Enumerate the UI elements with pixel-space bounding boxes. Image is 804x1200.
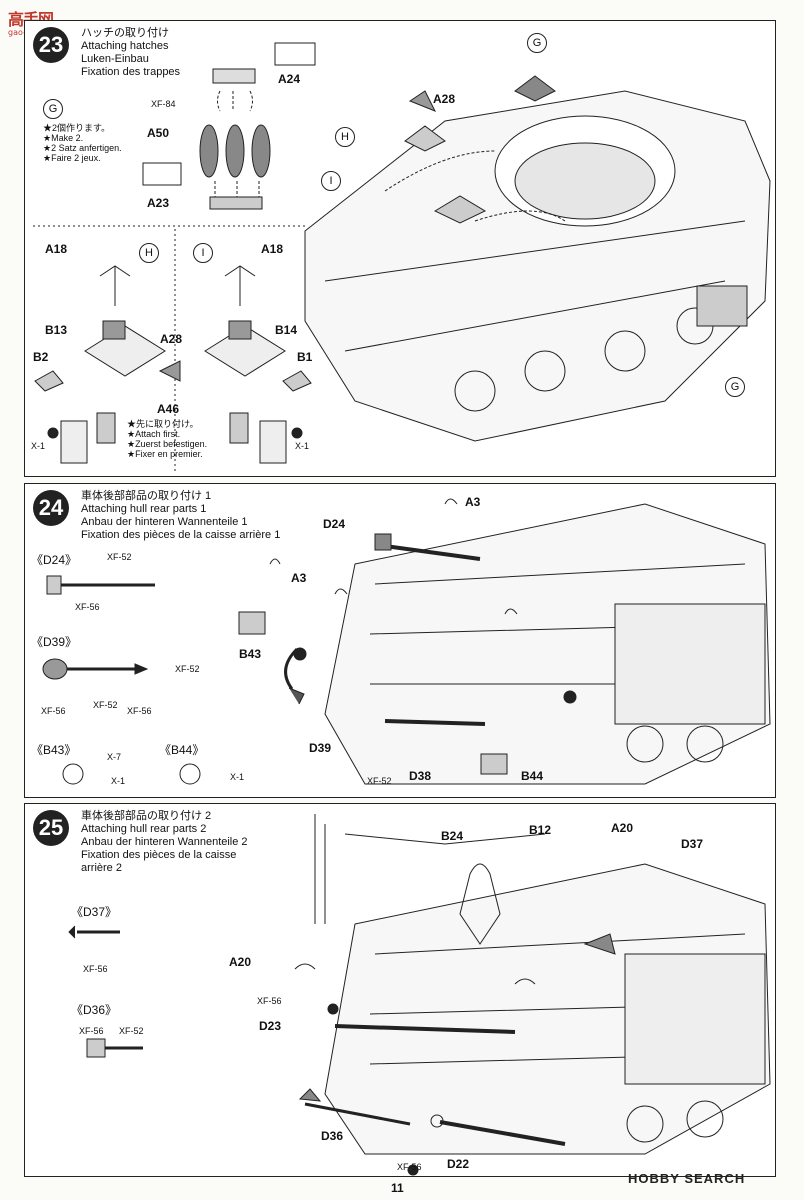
paint-x1-right: X-1	[295, 441, 310, 451]
label-a20: A20	[229, 955, 252, 969]
label-a20-top: A20	[611, 821, 634, 835]
title-fr: Fixation des pièces de la caisse arrière…	[81, 529, 281, 541]
label-b12: B12	[529, 823, 552, 837]
label-d23: D23	[259, 1019, 282, 1033]
label-a18-right: A18	[261, 242, 284, 256]
paint-xf84: XF-84	[151, 99, 176, 109]
paint-xf52: XF-52	[107, 552, 132, 562]
step-25-illustration	[68, 814, 771, 1176]
title-de: Anbau der hinteren Wannenteile 2	[81, 836, 248, 848]
callout-g: G	[43, 99, 63, 119]
step-title: 車体後部部品の取り付け 2 Attaching hull rear parts …	[81, 810, 248, 875]
title-fr: Fixation des pièces de la caisse	[81, 849, 237, 861]
sub-d39: 《D39》	[31, 635, 78, 649]
title-jp: 車体後部部品の取り付け 2	[81, 810, 212, 822]
step-24-illustration	[42, 498, 771, 785]
step-23-panel: 23 ハッチの取り付け Attaching hatches Luken-Einb…	[24, 20, 776, 477]
note-make-two: ★2個作ります。 ★Make 2. ★2 Satz anfertigen. ★F…	[43, 123, 122, 163]
label-b24: B24	[441, 829, 464, 843]
step-title: ハッチの取り付け Attaching hatches Luken-Einbau …	[81, 27, 180, 79]
step-24-panel: 24 車体後部部品の取り付け 1 Attaching hull rear par…	[24, 483, 776, 798]
callout-h-tank: H	[335, 127, 355, 147]
label-b14: B14	[275, 323, 298, 337]
step-number: 23	[33, 27, 69, 63]
title-jp: ハッチの取り付け	[81, 27, 169, 39]
label-d22: D22	[447, 1157, 470, 1171]
paint-xf52-d39: XF-52	[175, 664, 200, 674]
note-attach-first: ★先に取り付け。 ★Attach first. ★Zuerst befestig…	[127, 419, 207, 459]
title-en: Attaching hull rear parts 1	[81, 503, 207, 515]
paint-x1-b44: X-1	[230, 772, 245, 782]
callout-g-top: G	[527, 33, 547, 53]
paint-x1: X-1	[111, 776, 126, 786]
paint-xf56-d39b: XF-56	[127, 706, 152, 716]
sub-d37: 《D37》	[71, 905, 118, 919]
page-number: 11	[391, 1181, 404, 1195]
label-d37: D37	[681, 837, 704, 851]
note-jp: ★先に取り付け。	[127, 419, 199, 429]
label-a18-left: A18	[45, 242, 68, 256]
step-number: 25	[33, 810, 69, 846]
label-a24: A24	[278, 72, 301, 86]
label-b44: B44	[521, 769, 544, 783]
paint-xf56: XF-56	[75, 602, 100, 612]
label-d36: D36	[321, 1129, 344, 1143]
note-en: ★Make 2.	[43, 133, 84, 143]
title-en: Attaching hatches	[81, 40, 169, 52]
paint-xf56: XF-56	[257, 996, 282, 1006]
paint-xf56-d22: XF-56	[397, 1162, 422, 1172]
label-a28: A28	[433, 92, 456, 106]
sub-d36: 《D36》	[71, 1003, 118, 1017]
paint-xf56-d37: XF-56	[83, 964, 108, 974]
sub-b43: 《B43》	[31, 743, 77, 757]
note-jp: ★2個作ります。	[43, 123, 111, 133]
paint-xf56-d36: XF-56	[79, 1026, 104, 1036]
paint-x1-left: X-1	[31, 441, 46, 451]
label-d38: D38	[409, 769, 432, 783]
label-a50: A50	[147, 126, 170, 140]
sub-d24: 《D24》	[31, 553, 78, 567]
note-fr: ★Fixer en premier.	[127, 449, 203, 459]
paint-xf52-d38: XF-52	[367, 776, 392, 786]
label-a3-top: A3	[465, 495, 481, 509]
callout-i-tank: I	[321, 171, 341, 191]
label-b43: B43	[239, 647, 262, 661]
note-de: ★Zuerst befestigen.	[127, 439, 208, 449]
paint-xf56-d39: XF-56	[41, 706, 66, 716]
paint-x7: X-7	[107, 752, 122, 762]
callout-g-bottom: G	[725, 377, 745, 397]
step-23-illustration	[33, 42, 771, 471]
label-a23: A23	[147, 196, 170, 210]
note-en: ★Attach first.	[127, 429, 181, 439]
label-b1: B1	[297, 350, 313, 364]
label-a3: A3	[291, 571, 307, 585]
label-a46: A46	[157, 402, 180, 416]
step-25-panel: 25 車体後部部品の取り付け 2 Attaching hull rear par…	[24, 803, 776, 1177]
paint-xf52-d39b: XF-52	[93, 700, 118, 710]
title-de: Anbau der hinteren Wannenteile 1	[81, 516, 248, 528]
title-jp: 車体後部部品の取り付け 1	[81, 490, 212, 502]
title-fr-2: arrière 2	[81, 862, 122, 874]
note-fr: ★Faire 2 jeux.	[43, 153, 101, 163]
sub-b44: 《B44》	[159, 743, 205, 757]
label-b13: B13	[45, 323, 68, 337]
title-fr: Fixation des trappes	[81, 66, 181, 78]
step-number: 24	[33, 490, 69, 526]
label-b2: B2	[33, 350, 49, 364]
paint-xf52-d36: XF-52	[119, 1026, 144, 1036]
step-title: 車体後部部品の取り付け 1 Attaching hull rear parts …	[81, 490, 280, 542]
footer-watermark: HOBBY SEARCH	[628, 1171, 746, 1186]
note-de: ★2 Satz anfertigen.	[43, 143, 122, 153]
title-de: Luken-Einbau	[81, 53, 149, 65]
callout-h: H	[139, 243, 159, 263]
label-d24: D24	[323, 517, 346, 531]
label-a28-small: A28	[160, 332, 183, 346]
callout-i: I	[193, 243, 213, 263]
label-d39: D39	[309, 741, 332, 755]
title-en: Attaching hull rear parts 2	[81, 823, 207, 835]
